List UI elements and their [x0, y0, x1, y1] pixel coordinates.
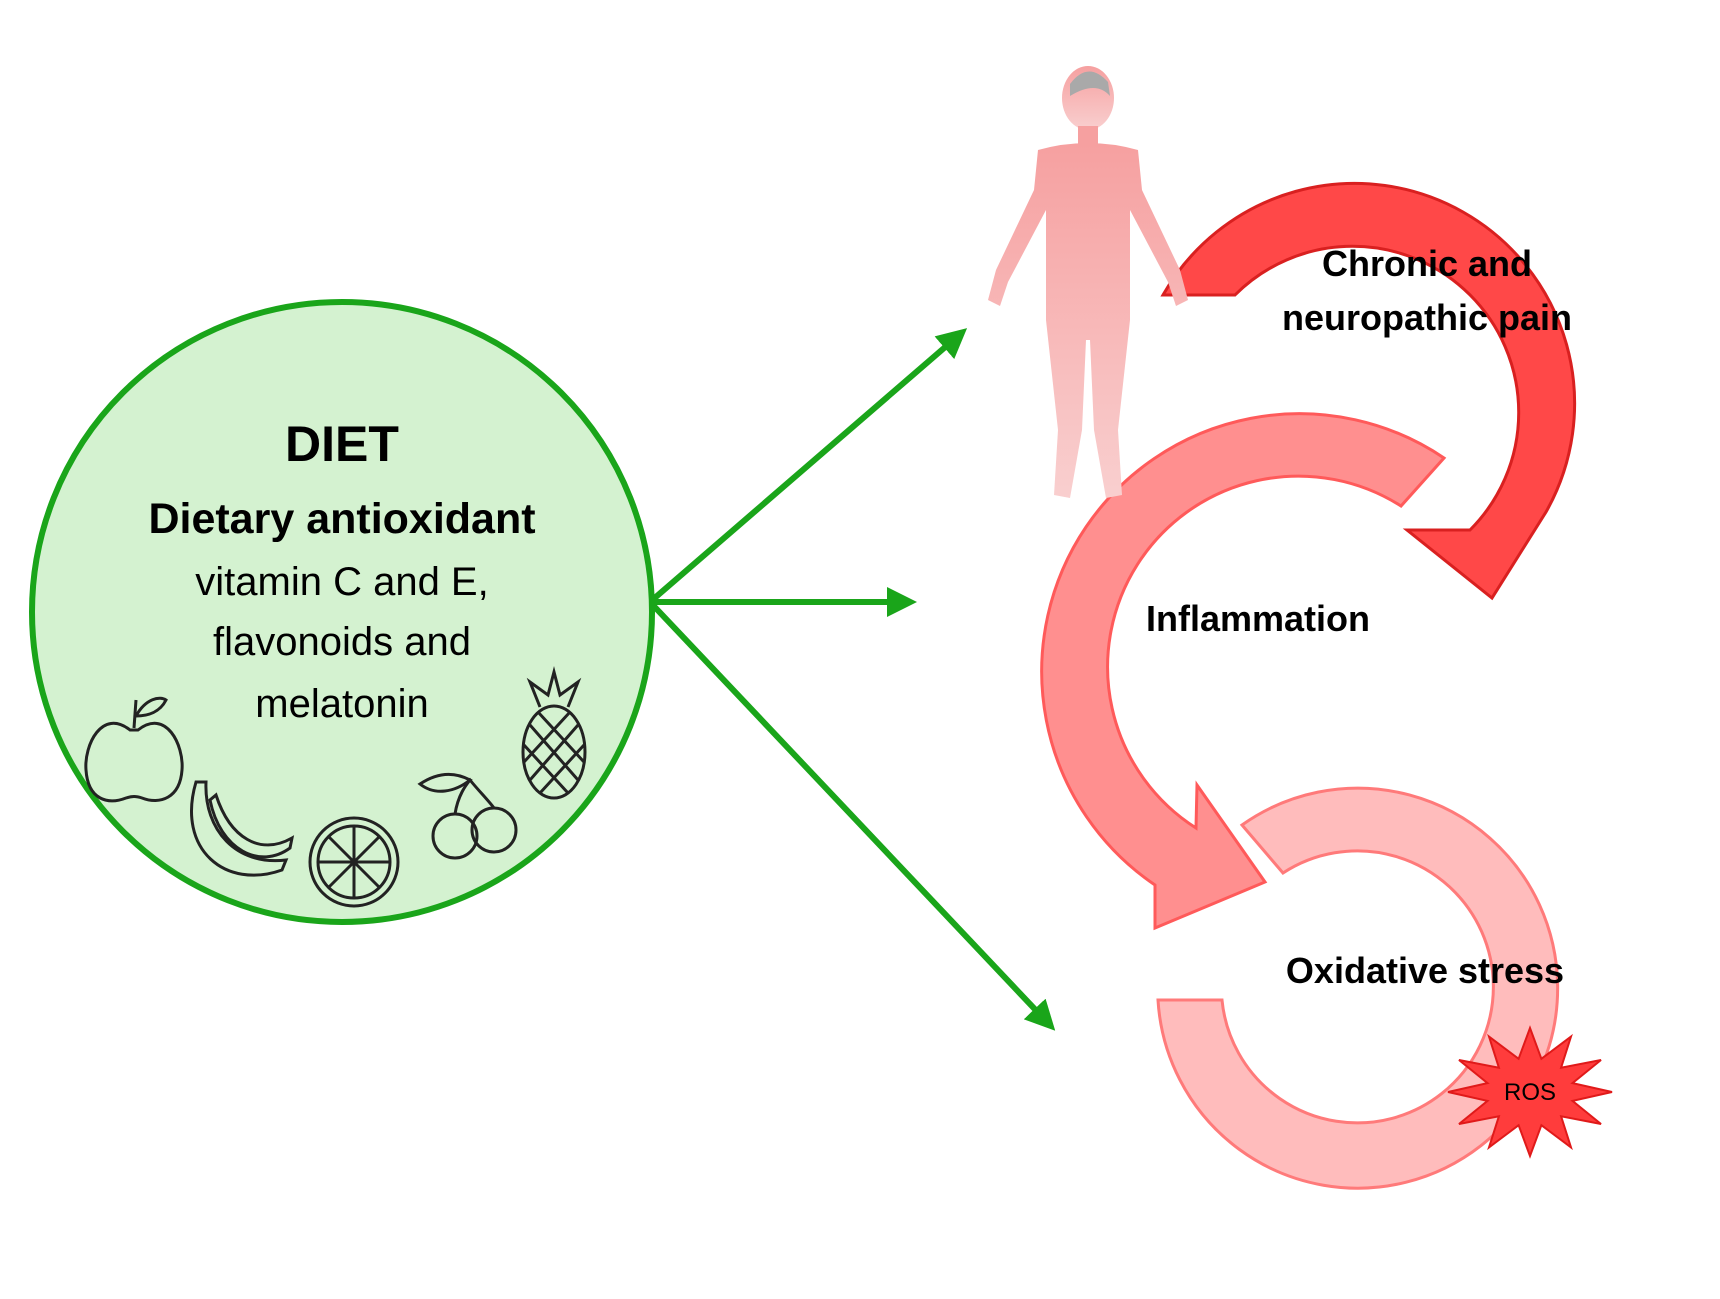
- ros-burst-icon: [1447, 1025, 1613, 1159]
- apple-icon: [84, 696, 184, 803]
- chronic-pain-arc: [1160, 181, 1577, 601]
- inflammation-arc: [1040, 412, 1447, 931]
- human-figure-icon: [988, 66, 1188, 498]
- arrow-to-pain: [648, 328, 968, 605]
- arrow-group: [647, 328, 1056, 1031]
- diet-subtitle: Dietary antioxidant: [148, 495, 536, 543]
- pain-label-line-1: Chronic and: [1321, 243, 1532, 284]
- diet-circle: [29, 299, 655, 925]
- citrus-slice-icon: [308, 816, 400, 908]
- diet-line-1: vitamin C and E,: [195, 560, 489, 604]
- banana-icon: [190, 780, 295, 877]
- diet-line-3: melatonin: [255, 682, 429, 726]
- ros-label: ROS: [1503, 1079, 1556, 1106]
- diet-title: DIET: [285, 416, 399, 472]
- oxidative-stress-arc: [1156, 786, 1560, 1190]
- pineapple-icon: [521, 666, 587, 800]
- diet-line-2: flavonoids and: [213, 620, 471, 664]
- cherry-icon: [417, 773, 518, 860]
- inflammation-label: Inflammation: [1145, 598, 1370, 639]
- arrow-to-oxidative-stress: [647, 599, 1056, 1031]
- oxidative-stress-label: Oxidative stress: [1285, 950, 1565, 991]
- pain-label-line-2: neuropathic pain: [1281, 297, 1573, 338]
